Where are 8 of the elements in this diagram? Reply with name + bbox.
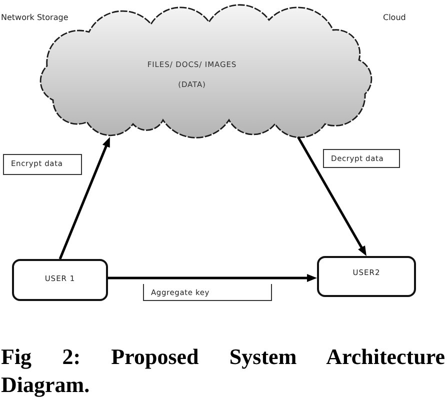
arrow	[297, 136, 366, 256]
side-label: Network Storage	[1, 13, 68, 23]
side-label: Cloud	[383, 13, 406, 23]
arrow	[108, 274, 317, 282]
figure-caption: Fig 2: Proposed System Architecture Diagram.	[1, 343, 445, 399]
user-box	[317, 256, 416, 297]
arrow	[58, 137, 110, 260]
user-box	[12, 259, 108, 301]
